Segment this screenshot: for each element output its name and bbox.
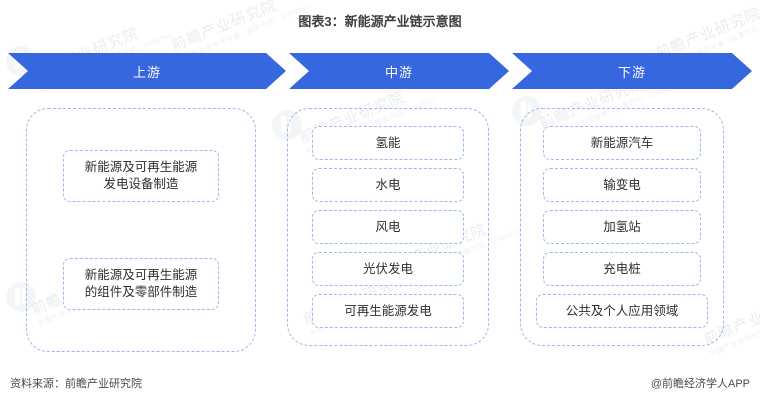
- node-midstream-2[interactable]: 水电: [312, 168, 464, 202]
- footer: 资料来源：前瞻产业研究院 @前瞻经济学人APP: [0, 375, 760, 395]
- node-upstream-2[interactable]: 新能源及可再生能源 的组件及零部件制造: [63, 258, 219, 310]
- stage-banner-downstream-label: 下游: [617, 64, 646, 80]
- node-midstream-5[interactable]: 可再生能源发电: [312, 294, 464, 328]
- stage-banner-upstream[interactable]: 上游: [8, 53, 286, 89]
- stage-banner-midstream-label: 中游: [384, 64, 413, 80]
- stage-banner-row: 上游 中游 下游: [8, 53, 752, 89]
- chart-title: 图表3：新能源产业链示意图: [298, 14, 462, 29]
- node-upstream-1[interactable]: 新能源及可再生能源 发电设备制造: [63, 150, 219, 202]
- group-upstream: 新能源及可再生能源 发电设备制造 新能源及可再生能源 的组件及零部件制造: [26, 108, 256, 352]
- footer-brand-label: @前瞻经济学人APP: [650, 378, 750, 390]
- stage-banner-midstream[interactable]: 中游: [289, 53, 509, 89]
- footer-source-label: 资料来源：前瞻产业研究院: [10, 378, 142, 390]
- node-downstream-1[interactable]: 新能源汽车: [543, 126, 701, 160]
- node-midstream-4[interactable]: 光伏发电: [312, 252, 464, 286]
- group-downstream: 新能源汽车 输变电 加氢站 充电桩 公共及个人应用领域: [520, 108, 724, 346]
- node-downstream-3[interactable]: 加氢站: [543, 210, 701, 244]
- node-downstream-4[interactable]: 充电桩: [543, 252, 701, 286]
- node-downstream-2[interactable]: 输变电: [543, 168, 701, 202]
- group-midstream: 氢能 水电 风电 光伏发电 可再生能源发电: [287, 108, 489, 346]
- value-chain-columns: 新能源及可再生能源 发电设备制造 新能源及可再生能源 的组件及零部件制造 氢能 …: [0, 108, 760, 354]
- stage-banner-downstream[interactable]: 下游: [512, 53, 752, 89]
- node-midstream-3[interactable]: 风电: [312, 210, 464, 244]
- node-midstream-1[interactable]: 氢能: [312, 126, 464, 160]
- node-downstream-5[interactable]: 公共及个人应用领域: [536, 294, 708, 328]
- stage-banner-upstream-label: 上游: [132, 64, 161, 80]
